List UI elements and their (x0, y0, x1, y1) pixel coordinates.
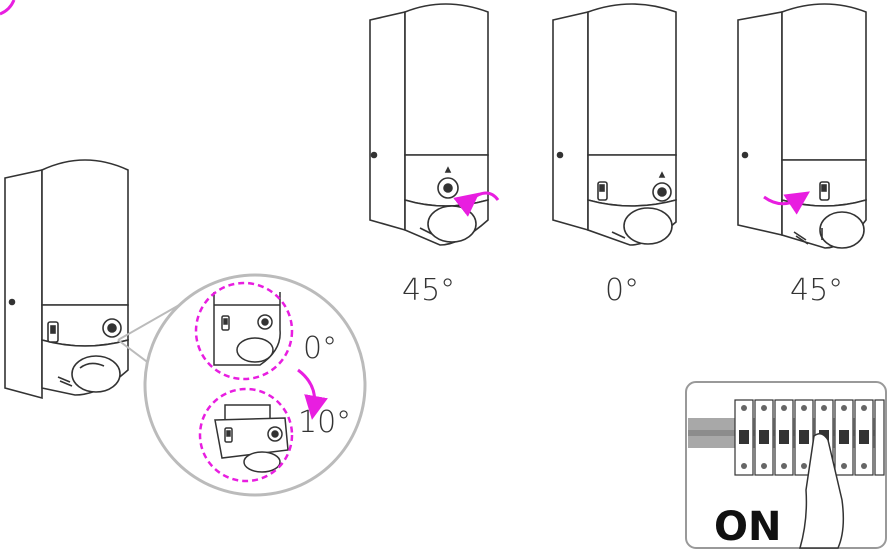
tilt-label-upper: 0° (303, 331, 337, 366)
camera-center (552, 3, 677, 246)
camera-mini-upper (213, 292, 281, 366)
breaker-on-label: ON (714, 504, 781, 550)
highlight-ring-upper (194, 281, 294, 381)
camera-rotated-left (369, 3, 489, 246)
camera-mini-lower (214, 404, 289, 473)
camera-rotated-right (737, 3, 867, 249)
camera-large (4, 159, 129, 400)
tilt-arrow-icon (297, 368, 328, 420)
finger-press-icon (799, 433, 845, 549)
rotate-arrow-icon-right (763, 191, 810, 215)
breaker-panel: ON (685, 381, 887, 550)
rotation-label-left: 45° (402, 273, 455, 308)
highlight-ring-lower (198, 387, 294, 483)
step-badge-icon (0, 0, 16, 16)
zoom-circle: 0° 10° (143, 273, 367, 497)
rotate-arrow-icon (453, 191, 500, 217)
tilt-label-lower: 10° (298, 405, 351, 440)
rotation-label-right: 45° (790, 273, 843, 308)
rotation-label-center: 0° (605, 273, 639, 308)
